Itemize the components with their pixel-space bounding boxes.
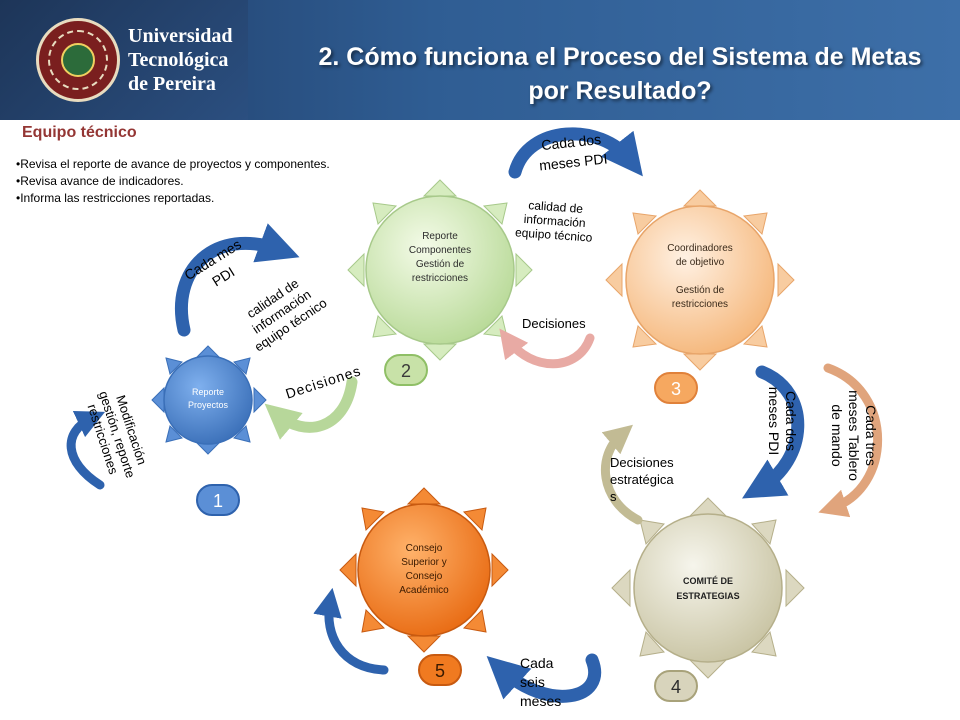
node-5-sun-icon <box>339 487 509 653</box>
node-5-label: Consejo Superior y Consejo Académico <box>399 543 449 596</box>
list-item: Revisa avance de indicadores. <box>16 173 330 190</box>
node-4-sun-icon <box>611 497 805 679</box>
node-2-label: Reporte Componentes Gestión de restricci… <box>408 231 472 284</box>
annotation-calidad-top: calidad de información equipo técnico <box>514 198 593 245</box>
team-bullets: Revisa el reporte de avance de proyectos… <box>16 156 330 207</box>
logo-text: Universidad Tecnológica de Pereira <box>128 25 233 95</box>
arrow-cada-tres-icon <box>818 363 883 518</box>
arrow-cada-seis-icon <box>486 653 601 703</box>
arrow-decisiones-2-icon <box>499 328 595 369</box>
arrow-modificacion-icon <box>66 411 106 490</box>
team-title: Equipo técnico <box>22 124 137 141</box>
step-number-1: 1 <box>196 484 240 516</box>
step-number-3: 3 <box>654 372 698 404</box>
annotation-cada-tres: Cada tres meses Tablero de mando <box>828 390 879 481</box>
annotation-decisiones-2: Decisiones <box>522 316 586 331</box>
annotation-cada-dos-top: Cada dos meses PDI <box>538 130 609 174</box>
annotation-cada-seis: Cada seis meses <box>520 655 562 709</box>
step-number-2: 2 <box>384 354 428 386</box>
arrow-decisiones-1-icon <box>264 376 358 440</box>
node-3-label: Coordinadores de objetivo Gestión de res… <box>667 243 733 310</box>
arrow-decisiones-estrategicas-icon <box>600 424 643 525</box>
node-1-sun-icon <box>151 345 267 455</box>
arrow-cada-dos-right-icon <box>742 365 805 499</box>
annotation-cada-dos-right: Cada dos meses PDI <box>766 386 800 456</box>
header-banner: Universidad Tecnológica de Pereira 2. Có… <box>0 0 960 120</box>
node-4-label: COMITÉ DE ESTRATEGIAS <box>676 576 740 601</box>
annotation-decisiones-estrategicas: Decisiones estratégica s <box>610 455 674 504</box>
list-item: Informa las restricciones reportadas. <box>16 190 330 207</box>
node-3-sun-icon <box>605 189 795 371</box>
node-1-label: Reporte Proyectos <box>187 387 229 410</box>
step-number-4: 4 <box>654 670 698 702</box>
arrow-cada-mes-icon <box>175 223 300 337</box>
logo: Universidad Tecnológica de Pereira <box>0 0 248 120</box>
arrow-node-5-icon <box>313 587 389 675</box>
step-number-5: 5 <box>418 654 462 686</box>
page-title: 2. Cómo funciona el Proceso del Sistema … <box>318 43 922 105</box>
list-item: Revisa el reporte de avance de proyectos… <box>16 156 330 173</box>
arrow-cada-dos-top-icon <box>508 127 643 179</box>
university-seal-icon <box>36 18 120 102</box>
